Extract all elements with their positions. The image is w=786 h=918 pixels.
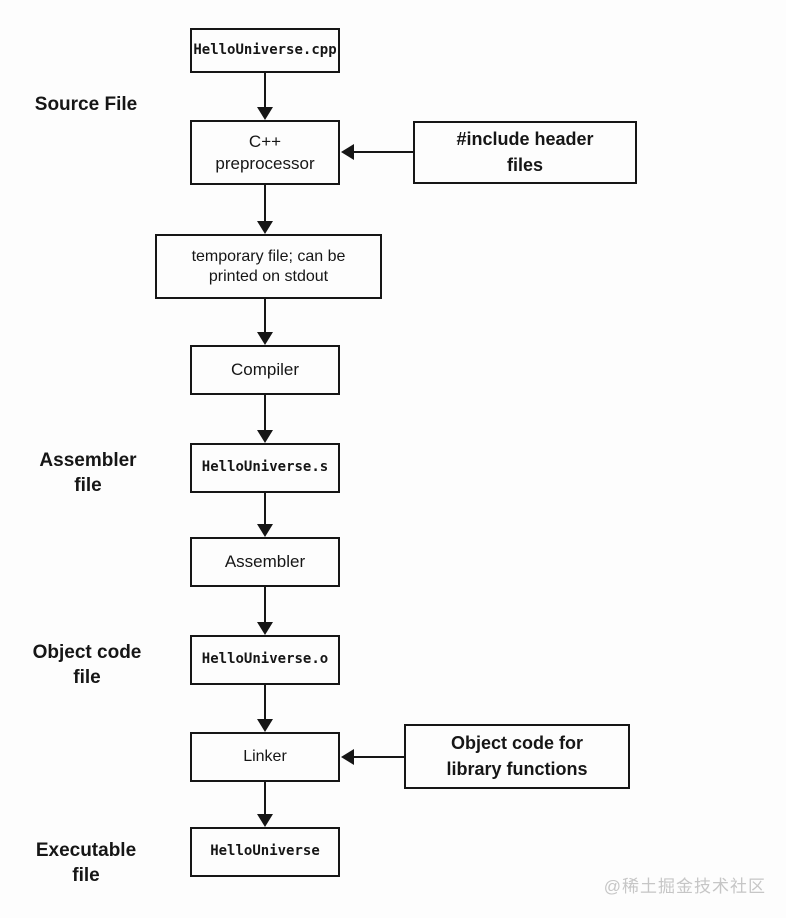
stage-label-line: Source File: [34, 94, 138, 115]
node-assembly-file: HelloUniverse.s: [190, 443, 340, 493]
node-label: HelloUniverse: [210, 843, 320, 860]
arrow-down-icon: [257, 107, 273, 120]
watermark: @稀土掘金技术社区: [603, 877, 766, 896]
arrow-down-icon: [257, 430, 273, 443]
arrow-down-icon: [257, 221, 273, 234]
node-include-headers: #include header files: [413, 121, 637, 184]
arrow-line: [354, 151, 413, 153]
node-label-line: C++: [248, 132, 282, 152]
node-temp-file: temporary file; can be printed on stdout: [155, 234, 382, 299]
stage-label-line: file: [74, 474, 102, 496]
stage-label-assembler-file: Assembler file: [18, 449, 158, 498]
node-label-line: preprocessor: [215, 153, 315, 173]
node-label-line: printed on stdout: [208, 267, 329, 285]
arrow-line: [264, 685, 266, 719]
arrow-line: [264, 185, 266, 221]
arrow-down-icon: [257, 332, 273, 345]
node-label: Compiler: [230, 360, 300, 380]
node-label: HelloUniverse.cpp: [193, 41, 337, 58]
arrow-left-icon: [341, 144, 354, 160]
arrow-line: [264, 73, 266, 107]
stage-label-object-code-file: Object code file: [17, 641, 157, 690]
arrow-line: [264, 782, 266, 814]
arrow-line: [354, 756, 404, 758]
stage-label-line: Executable: [35, 840, 137, 861]
stage-label-line: file: [72, 864, 100, 886]
arrow-down-icon: [257, 814, 273, 827]
arrow-line: [264, 395, 266, 430]
node-label: HelloUniverse.o: [201, 651, 329, 668]
stage-label-line: Assembler: [39, 450, 137, 471]
node-label-line: temporary file; can be: [191, 247, 346, 265]
stage-label-line: file: [73, 666, 101, 688]
stage-label-executable-file: Executable file: [16, 839, 156, 888]
node-label-line: files: [506, 154, 544, 175]
node-label: Assembler: [224, 552, 306, 572]
arrow-line: [264, 299, 266, 332]
node-library-object-code: Object code for library functions: [404, 724, 630, 789]
stage-label-line: Object code: [32, 642, 142, 663]
node-label: Linker: [243, 748, 287, 765]
node-linker: Linker: [190, 732, 340, 782]
arrow-line: [264, 493, 266, 524]
arrow-down-icon: [257, 622, 273, 635]
arrow-down-icon: [257, 719, 273, 732]
node-assembler: Assembler: [190, 537, 340, 587]
node-object-file: HelloUniverse.o: [190, 635, 340, 685]
arrow-line: [264, 587, 266, 622]
node-compiler: Compiler: [190, 345, 340, 395]
node-executable: HelloUniverse: [190, 827, 340, 877]
node-preprocessor: C++ preprocessor: [190, 120, 340, 185]
arrow-left-icon: [341, 749, 354, 765]
stage-label-source-file: Source File: [16, 93, 156, 118]
arrow-down-icon: [257, 524, 273, 537]
node-label: HelloUniverse.s: [201, 459, 329, 476]
node-source-file: HelloUniverse.cpp: [190, 28, 340, 73]
node-label-line: Object code for: [450, 733, 584, 754]
node-label-line: library functions: [446, 758, 588, 779]
node-label-line: #include header: [456, 129, 594, 150]
